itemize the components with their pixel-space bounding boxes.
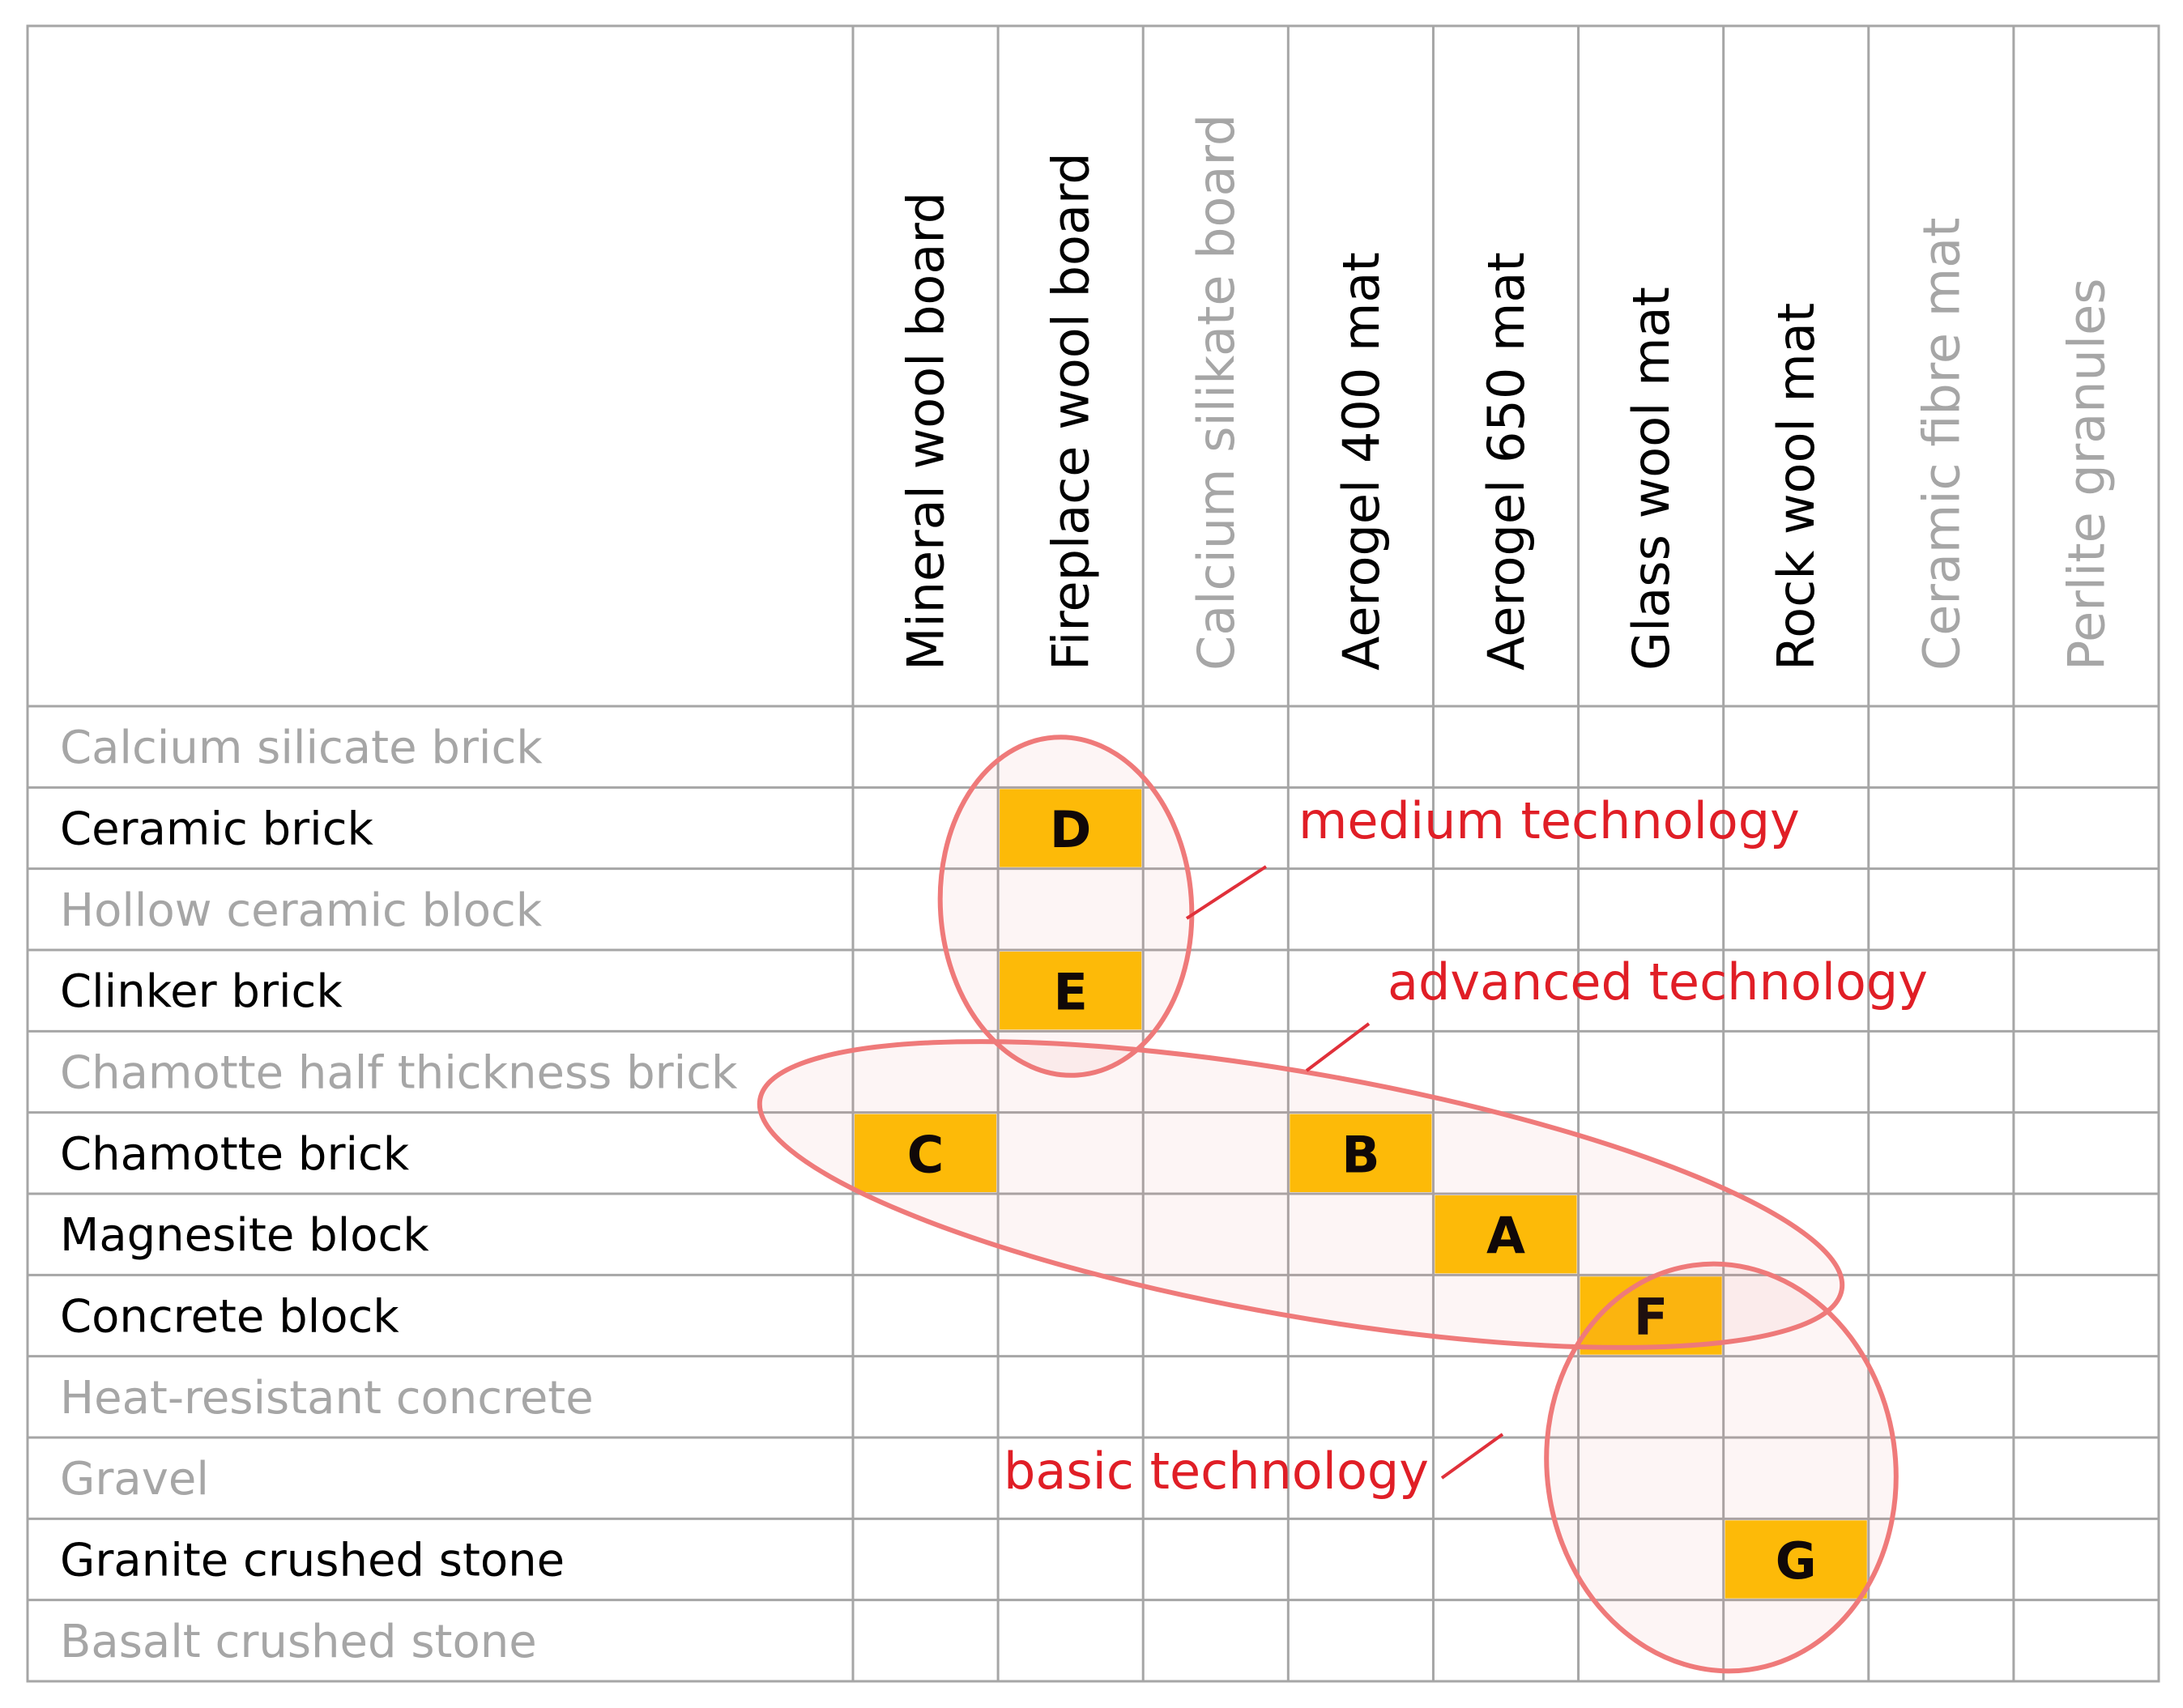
marked-cell-letter: E — [1053, 963, 1087, 1022]
marked-cell-fill — [855, 1114, 997, 1192]
matrix-grid — [26, 24, 2160, 1683]
medium-technology-label: medium technology — [1298, 791, 1800, 850]
marked-cell-letter: A — [1486, 1207, 1525, 1266]
row-header: Gravel — [60, 1453, 209, 1506]
row-header: Chamotte half thickness brick — [60, 1047, 738, 1100]
marked-cell: D — [1000, 789, 1142, 867]
marked-cell-letter: B — [1341, 1125, 1379, 1184]
column-header: Perlite granules — [2057, 278, 2116, 671]
marked-cell-letter: G — [1776, 1531, 1817, 1591]
basic-technology-ellipse — [1544, 1261, 1899, 1674]
advanced-technology-ellipse — [757, 1039, 1845, 1350]
marked-cell-fill — [1290, 1114, 1432, 1192]
column-header: Glass wool mat — [1622, 287, 1681, 671]
marked-cell-fill — [1435, 1195, 1577, 1274]
marked-cell: E — [1000, 952, 1142, 1030]
row-header: Hollow ceramic block — [60, 884, 543, 937]
column-header: Fireplace wool board — [1042, 152, 1101, 671]
column-header: Aerogel 650 mat — [1477, 252, 1536, 671]
technology-groups — [757, 735, 1899, 1674]
marked-cells: D E C B A F G — [855, 789, 1867, 1599]
row-header: Ceramic brick — [60, 803, 374, 856]
group-leader-lines — [1185, 865, 1504, 1480]
column-header: Calcium silikate board — [1187, 114, 1246, 671]
marked-cell: F — [1580, 1276, 1722, 1355]
row-header: Concrete block — [60, 1291, 399, 1344]
basic-technology-label: basic technology — [1004, 1442, 1429, 1501]
marked-cell-fill — [1580, 1276, 1722, 1355]
column-header: Mineral wool board — [897, 192, 956, 671]
row-header: Heat-resistant concrete — [60, 1372, 594, 1425]
marked-cell-letter: F — [1634, 1288, 1668, 1347]
row-header: Clinker brick — [60, 965, 343, 1018]
marked-cell-fill — [1000, 789, 1142, 867]
marked-cell: G — [1725, 1520, 1867, 1599]
column-header: Aerogel 400 mat — [1332, 252, 1391, 671]
group-labels: medium technology advanced technology ba… — [1004, 791, 1928, 1501]
column-header: Rock wool mat — [1767, 303, 1826, 671]
marked-cell: B — [1290, 1114, 1432, 1192]
marked-cell-letter: C — [907, 1125, 944, 1184]
advanced-technology-leader — [1305, 1022, 1371, 1072]
marked-cell-letter: D — [1050, 800, 1091, 859]
marked-cell: C — [855, 1114, 997, 1192]
marked-cell-fill — [1725, 1520, 1867, 1599]
row-header: Basalt crushed stone — [60, 1616, 537, 1668]
marked-cell-fill — [1000, 952, 1142, 1030]
column-headers: Mineral wool board Fireplace wool board Ca… — [897, 114, 2117, 671]
marked-cell: A — [1435, 1195, 1577, 1274]
row-header: Calcium silicate brick — [60, 722, 543, 774]
medium-technology-leader — [1185, 865, 1268, 920]
row-header: Chamotte brick — [60, 1128, 410, 1181]
basic-technology-leader — [1440, 1433, 1504, 1480]
row-header: Magnesite block — [60, 1209, 429, 1262]
advanced-technology-label: advanced technology — [1388, 952, 1928, 1012]
column-header: Ceramic fibre mat — [1912, 218, 1971, 671]
row-header: Granite crushed stone — [60, 1535, 565, 1587]
medium-technology-ellipse — [937, 735, 1195, 1078]
